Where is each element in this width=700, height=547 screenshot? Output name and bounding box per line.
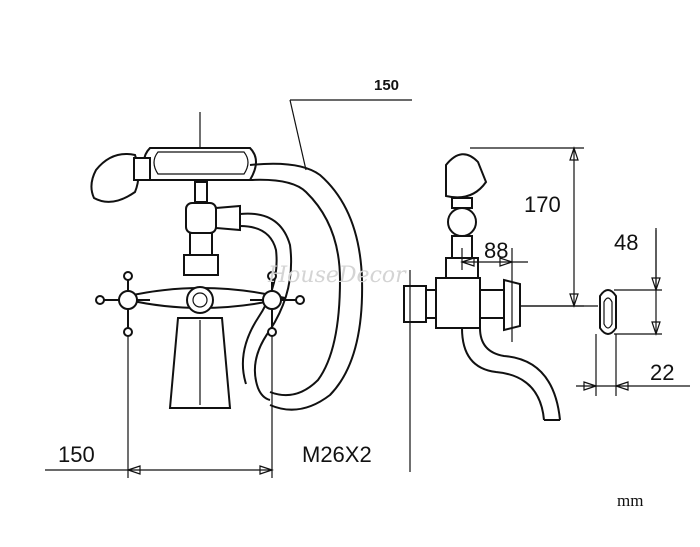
- hose-length-label: 150: [374, 77, 399, 94]
- height-170-label: 170: [524, 192, 561, 217]
- offset-88-label: 88: [484, 238, 508, 263]
- connector-22-label: 22: [650, 360, 674, 385]
- watermark: HouseDecor: [267, 263, 407, 288]
- front-view: [45, 99, 412, 478]
- thread-label: M26X2: [302, 442, 372, 467]
- unit-label: mm: [617, 491, 644, 510]
- connector-48-label: 48: [614, 230, 638, 255]
- side-view: [403, 146, 690, 472]
- width-150-label: 150: [58, 442, 95, 467]
